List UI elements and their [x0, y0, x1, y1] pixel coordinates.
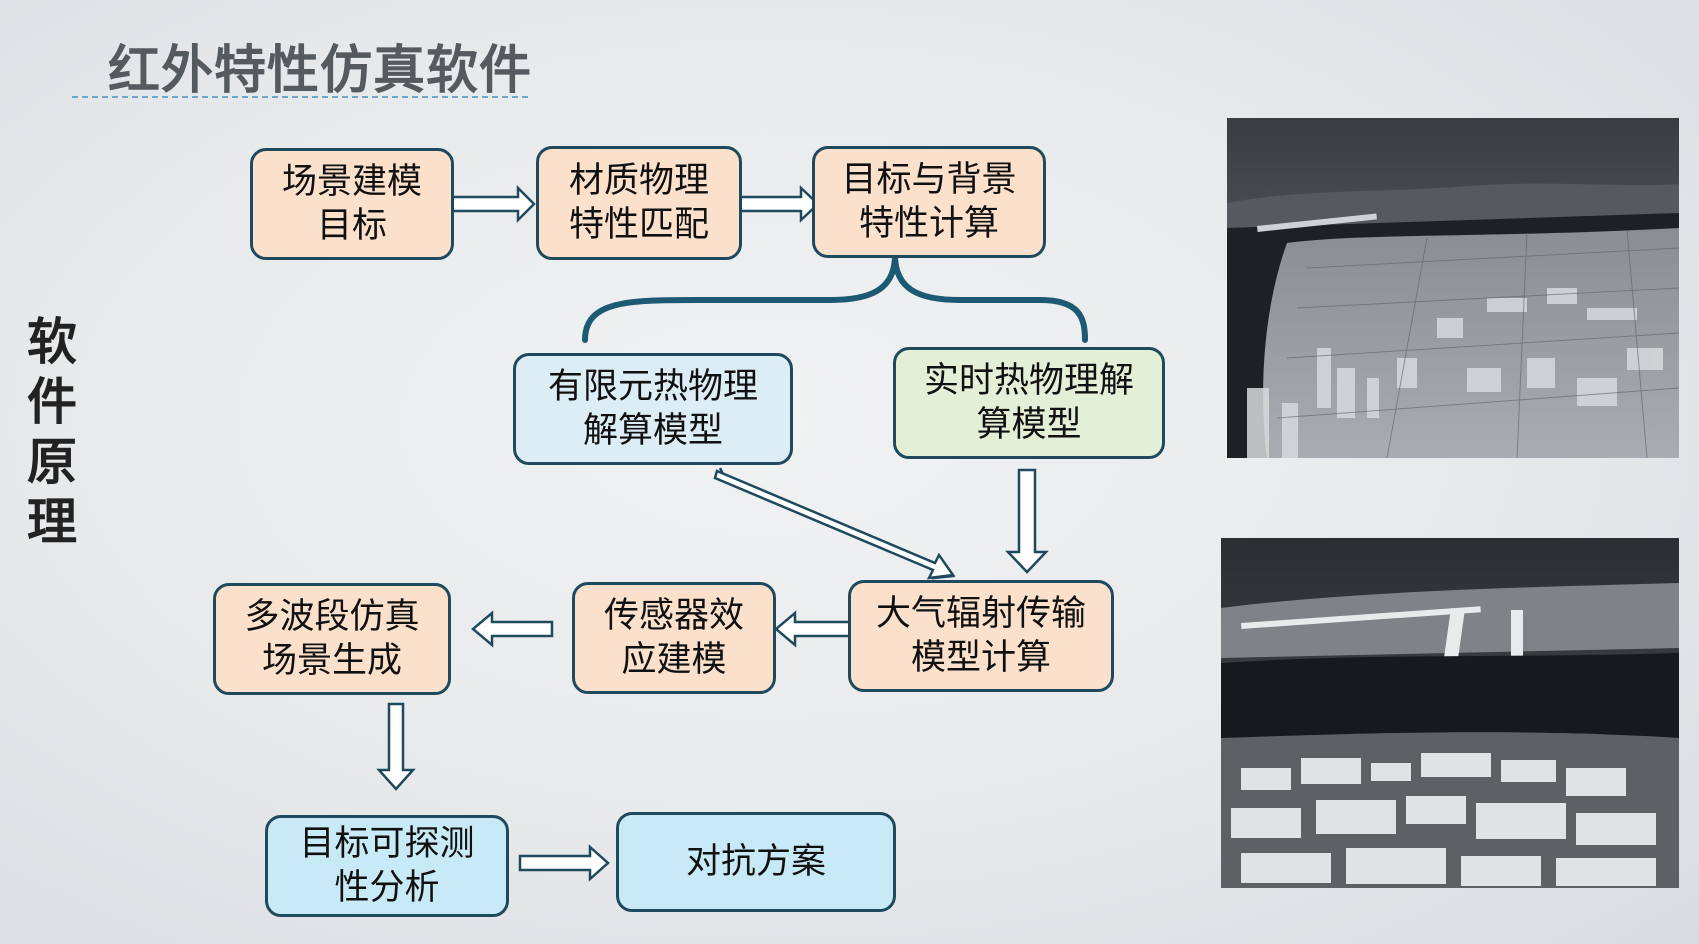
- node-text: 目标可探测: [299, 822, 474, 866]
- node-text: 目标与背景: [841, 158, 1016, 202]
- node-text: 对抗方案: [686, 840, 826, 884]
- node-text: 传感器效: [604, 594, 744, 638]
- node-text: 实时热物理解: [924, 359, 1134, 403]
- node-text: 多波段仿真: [244, 595, 419, 639]
- node-countermeasure: 对抗方案: [616, 812, 896, 912]
- arrow-realtime-to-atmo: [1008, 470, 1046, 572]
- node-fem-model: 有限元热物理解算模型: [513, 353, 793, 465]
- arrow-sensor-to-multiband: [473, 613, 552, 645]
- node-text: 特性匹配: [569, 203, 709, 247]
- arrow-atmo-to-sensor: [776, 613, 855, 645]
- node-realtime-model: 实时热物理解算模型: [893, 347, 1165, 459]
- ir-scene-image-1: [1227, 118, 1679, 458]
- node-atmo-calc: 大气辐射传输模型计算: [848, 580, 1114, 692]
- node-text: 目标: [282, 204, 422, 248]
- node-target-bg-calc: 目标与背景特性计算: [812, 146, 1046, 258]
- node-text: 特性计算: [841, 202, 1016, 246]
- node-sensor-model: 传感器效应建模: [572, 582, 776, 694]
- node-material-match: 材质物理特性匹配: [536, 146, 742, 260]
- arrow-multiband-to-detect: [379, 704, 413, 789]
- node-text: 应建模: [604, 638, 744, 682]
- brace-connector: [585, 255, 1085, 340]
- node-text: 性分析: [299, 866, 474, 910]
- node-text: 模型计算: [876, 636, 1086, 680]
- node-detect-analysis: 目标可探测性分析: [265, 815, 509, 917]
- node-text: 算模型: [924, 403, 1134, 447]
- arrow-material-to-targetbg: [740, 188, 818, 220]
- arrow-detect-to-counter: [520, 847, 608, 879]
- node-text: 大气辐射传输: [876, 592, 1086, 636]
- node-text: 场景生成: [244, 639, 419, 683]
- ir-scene-image-2: [1221, 538, 1679, 888]
- node-text: 有限元热物理: [548, 365, 758, 409]
- arrow-fem-to-atmo: [715, 468, 953, 578]
- node-multiband-gen: 多波段仿真场景生成: [213, 583, 451, 695]
- node-scene-modeling: 场景建模目标: [250, 148, 454, 260]
- node-text: 材质物理: [569, 159, 709, 203]
- arrow-scene-to-material: [450, 188, 534, 220]
- node-text: 解算模型: [548, 409, 758, 453]
- node-text: 场景建模: [282, 160, 422, 204]
